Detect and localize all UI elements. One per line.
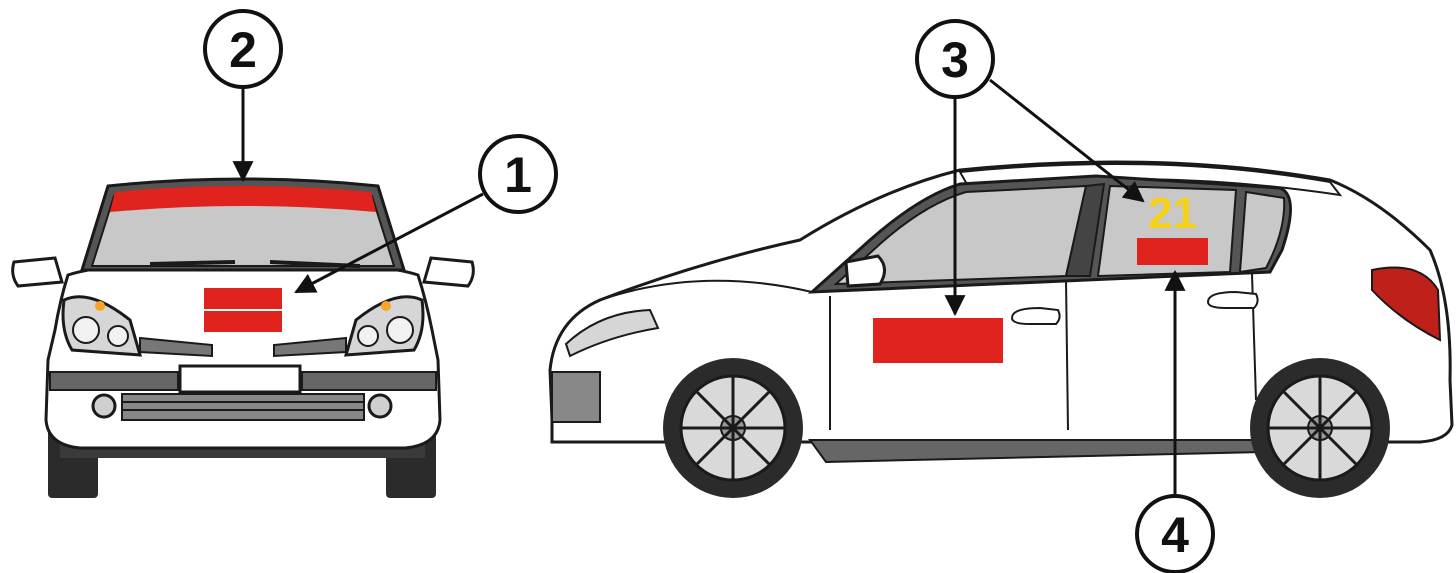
tail-light	[1371, 266, 1442, 342]
car-front-view	[11, 177, 475, 498]
callout-2: 2	[203, 9, 283, 183]
rear-window-marking	[1137, 238, 1208, 265]
front-door-marking	[873, 318, 1003, 363]
side-mirror	[844, 254, 886, 288]
callout-1-label: 1	[504, 147, 532, 203]
callout-3: 3	[915, 19, 1145, 317]
rear-wheel	[1250, 358, 1390, 498]
callout-4-label: 4	[1161, 507, 1189, 563]
side-headlight	[564, 308, 660, 358]
front-wheel	[663, 358, 803, 498]
hood-marking-upper	[204, 288, 282, 309]
rear-door-handle	[1206, 290, 1259, 309]
callout-3-label: 3	[941, 32, 969, 88]
race-number: 21	[1148, 189, 1197, 238]
front-right-mirror	[422, 256, 475, 288]
front-lower-grille	[121, 393, 365, 421]
quarter-glass	[1238, 190, 1286, 274]
windshield-banner-marking	[110, 186, 376, 212]
callout-1: 1	[294, 134, 558, 294]
car-side-view: 21	[548, 160, 1454, 498]
callout-2-label: 2	[229, 22, 257, 78]
front-left-mirror	[11, 256, 64, 288]
front-license-plate	[178, 364, 302, 394]
front-door-handle	[1010, 306, 1061, 325]
callout-4: 4	[1135, 269, 1215, 573]
hood-marking-lower	[204, 311, 282, 332]
front-door-glass	[833, 184, 1088, 286]
callout-1-circle	[478, 134, 558, 214]
